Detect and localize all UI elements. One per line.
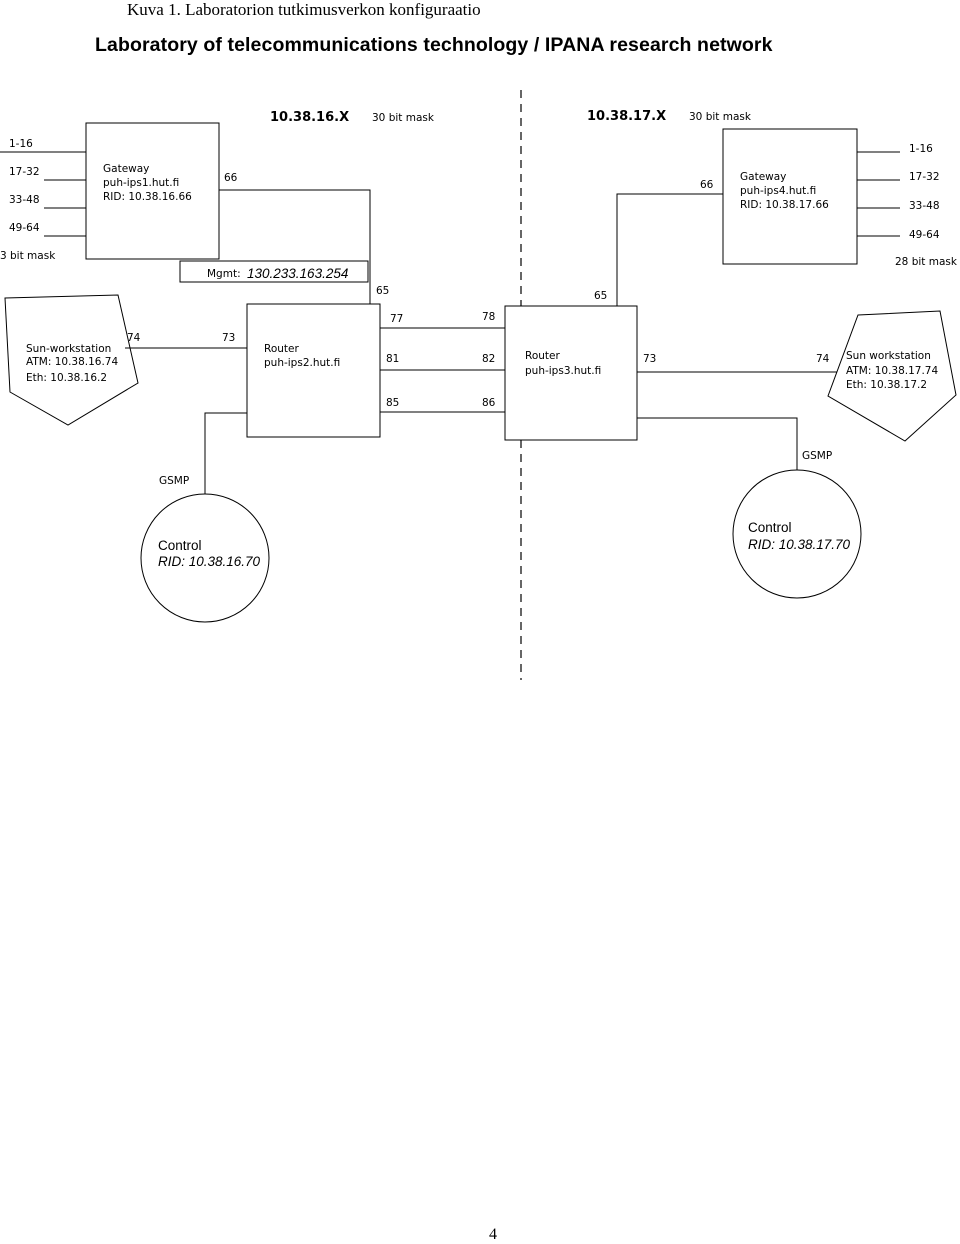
- left-control-label: Control: [158, 538, 202, 553]
- right-control-label: Control: [748, 520, 792, 535]
- left-gateway-label: Gateway: [103, 163, 149, 175]
- right-network-address: 10.38.17.X: [587, 109, 666, 124]
- right-control-rid: RID: 10.38.17.70: [748, 537, 851, 552]
- mgmt-box: [179, 260, 369, 283]
- diagram-title: Laboratory of telecommunications technol…: [95, 34, 773, 56]
- right-workstation-atm: ATM: 10.38.17.74: [846, 365, 938, 377]
- left-workstation-port: 74: [127, 332, 141, 344]
- left-network-mask: 30 bit mask: [372, 112, 435, 124]
- left-gateway-box: [85, 122, 220, 260]
- right-workstation-shape: [827, 310, 957, 442]
- left-workstation-shape: [4, 294, 139, 426]
- right-control-link: [637, 417, 798, 470]
- left-workstation-atm: ATM: 10.38.16.74: [26, 356, 118, 368]
- left-port-group-3: 33-48: [9, 194, 40, 206]
- left-router-port-81: 81: [386, 353, 399, 365]
- left-router-box: [246, 303, 381, 438]
- mgmt-address: 130.233.163.254: [247, 266, 348, 281]
- right-gateway-host: puh-ips4.hut.fi: [740, 185, 816, 197]
- left-router-port-85: 85: [386, 397, 399, 409]
- right-workstation-name: Sun workstation: [846, 350, 931, 362]
- left-gateway-port: 66: [224, 172, 238, 184]
- right-router-box: [504, 305, 638, 441]
- right-router-port-up: 65: [594, 290, 607, 302]
- left-control-link: [204, 412, 247, 494]
- left-gateway-router-link: [219, 189, 371, 304]
- right-network-mask: 30 bit mask: [689, 111, 752, 123]
- left-workstation-eth: Eth: 10.38.16.2: [26, 372, 107, 384]
- left-group-mask: 3 bit mask: [0, 250, 56, 262]
- right-gateway-box: [722, 128, 858, 265]
- left-router-label: Router: [264, 343, 299, 355]
- right-gsmp-label: GSMP: [802, 450, 832, 462]
- right-router-host: puh-ips3.hut.fi: [525, 365, 601, 377]
- left-port-group-4: 49-64: [9, 222, 40, 234]
- left-workstation-name: Sun-workstation: [26, 343, 111, 355]
- right-gateway-router-link: [616, 193, 723, 306]
- left-port-group-1: 1-16: [9, 138, 33, 150]
- mgmt-label: Mgmt:: [207, 268, 241, 280]
- right-group-mask: 28 bit mask: [895, 256, 958, 268]
- right-router-port-78: 78: [482, 311, 495, 323]
- left-control-circle: [140, 493, 270, 623]
- figure-caption: Kuva 1. Laboratorion tutkimusverkon konf…: [127, 0, 481, 19]
- right-control-circle: [732, 469, 862, 599]
- right-gateway-rid: RID: 10.38.17.66: [740, 199, 829, 211]
- right-workstation-eth: Eth: 10.38.17.2: [846, 379, 927, 391]
- left-gateway-rid: RID: 10.38.16.66: [103, 191, 192, 203]
- right-router-port-right: 73: [643, 353, 656, 365]
- right-gateway-port: 66: [700, 179, 714, 191]
- left-gateway-host: puh-ips1.hut.fi: [103, 177, 179, 189]
- right-port-group-3: 33-48: [909, 200, 940, 212]
- right-port-group-2: 17-32: [909, 171, 940, 183]
- right-router-label: Router: [525, 350, 560, 362]
- right-port-group-4: 49-64: [909, 229, 940, 241]
- left-port-group-2: 17-32: [9, 166, 40, 178]
- left-network-address: 10.38.16.X: [270, 110, 349, 125]
- left-router-port-77: 77: [390, 313, 403, 325]
- page-number: 4: [489, 1226, 497, 1243]
- right-gateway-label: Gateway: [740, 171, 786, 183]
- left-router-port-left: 73: [222, 332, 235, 344]
- right-workstation-port: 74: [816, 353, 830, 365]
- left-router-port-up: 65: [376, 285, 389, 297]
- right-router-port-82: 82: [482, 353, 495, 365]
- right-router-port-86: 86: [482, 397, 496, 409]
- left-control-rid: RID: 10.38.16.70: [158, 554, 261, 569]
- right-port-group-1: 1-16: [909, 143, 933, 155]
- left-router-host: puh-ips2.hut.fi: [264, 357, 340, 369]
- left-gsmp-label: GSMP: [159, 475, 189, 487]
